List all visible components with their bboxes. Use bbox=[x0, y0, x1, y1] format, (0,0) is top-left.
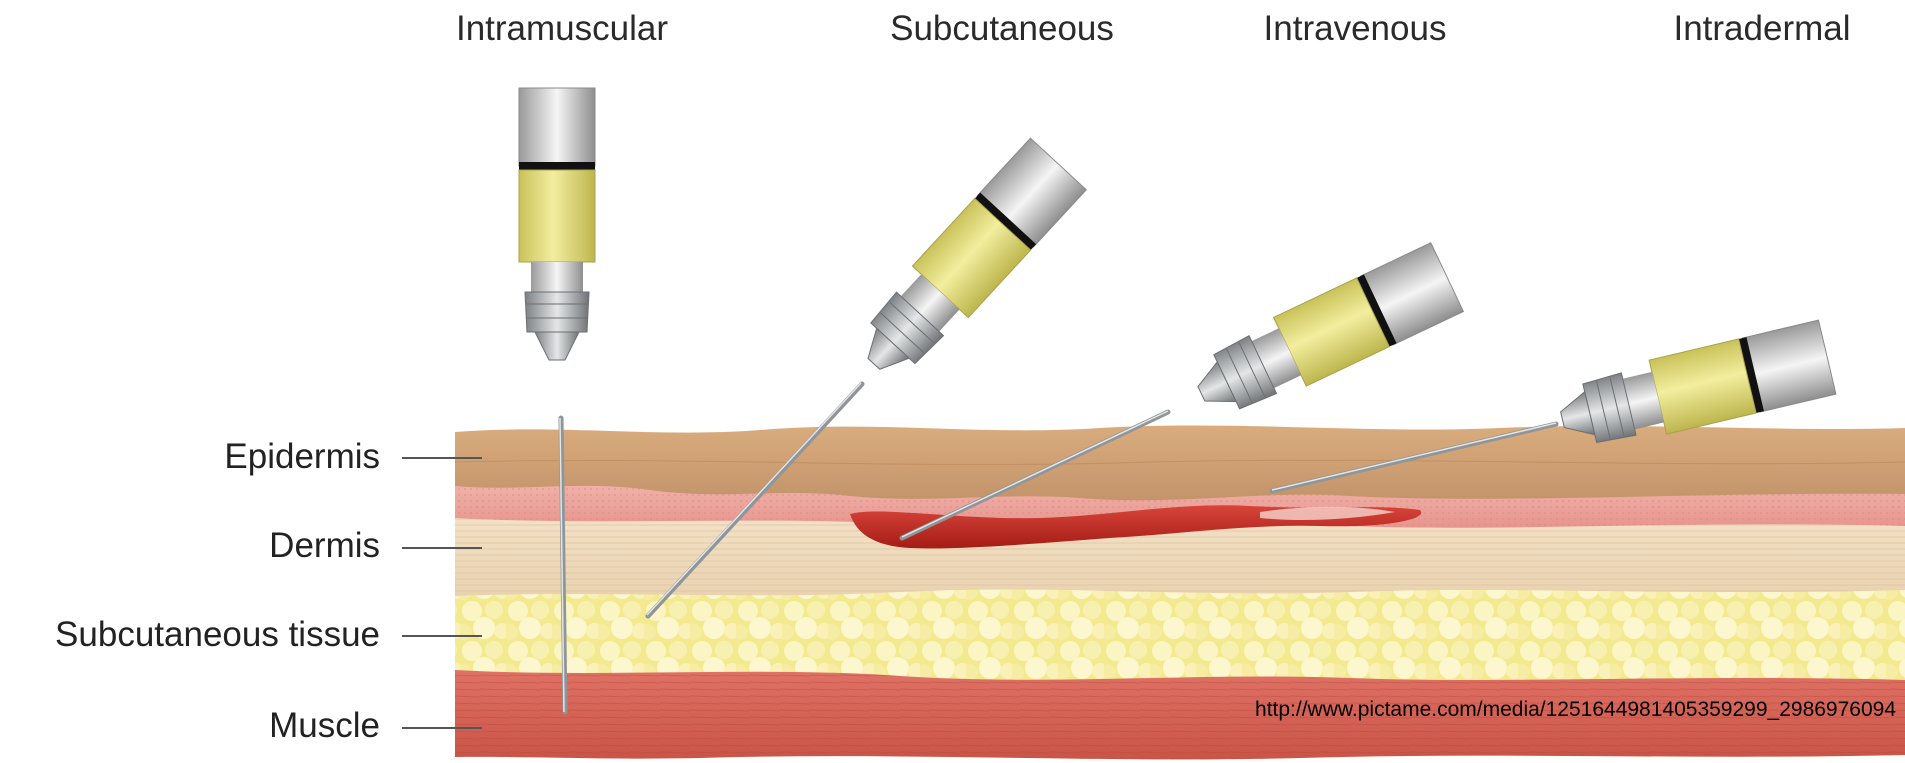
intravenous-syringe bbox=[1185, 243, 1463, 428]
route-label-intramuscular: Intramuscular bbox=[456, 9, 668, 48]
route-label-intravenous: Intravenous bbox=[1264, 9, 1447, 48]
layer-label-subcutaneous-tissue: Subcutaneous tissue bbox=[55, 615, 380, 654]
intramuscular-syringe bbox=[519, 88, 595, 360]
layer-labels: Epidermis Dermis Subcutaneous tissue Mus… bbox=[55, 437, 380, 745]
route-label-subcutaneous: Subcutaneous bbox=[890, 9, 1114, 48]
subcutaneous-fat-layer bbox=[455, 585, 1905, 680]
layer-label-muscle: Muscle bbox=[269, 706, 380, 745]
layer-label-epidermis: Epidermis bbox=[224, 437, 380, 476]
layer-label-dermis: Dermis bbox=[269, 526, 380, 565]
watermark-url: http://www.pictame.com/media/12516449814… bbox=[1255, 698, 1896, 721]
subcutaneous-syringe bbox=[846, 138, 1086, 389]
route-labels: Intramuscular Subcutaneous Intravenous I… bbox=[456, 9, 1851, 48]
route-label-intradermal: Intradermal bbox=[1673, 9, 1850, 48]
epidermis-layer bbox=[455, 425, 1905, 500]
